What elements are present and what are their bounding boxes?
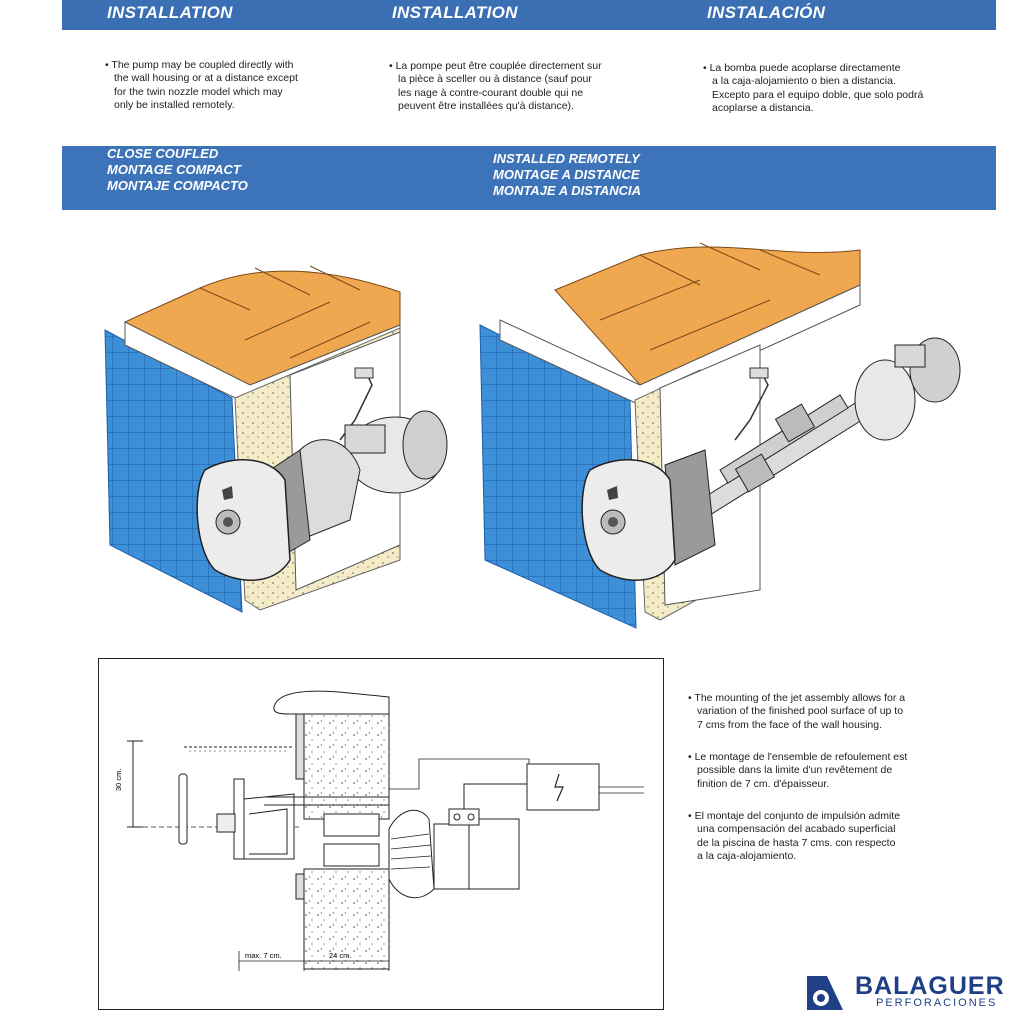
compact-title: CLOSE COUFLED MONTAGE COMPACT MONTAJE CO… — [107, 146, 248, 194]
intro-fr-line: les nage à contre-courant double qui ne — [398, 86, 584, 99]
section-drawing: 30 cm. max. 7 cm. 24 cm. — [114, 690, 644, 971]
header-fr: INSTALLATION — [392, 3, 518, 22]
intro-es-line: a la caja-alojamiento o bien a distancia… — [712, 75, 896, 88]
notes-en-line: variation of the finished pool surface o… — [697, 705, 904, 718]
logo-name: BALAGUER — [855, 972, 1005, 1000]
intro-es-line: • La bomba puede acoplarse directamente — [703, 62, 901, 74]
intro-es: • La bomba puede acoplarse directamente … — [703, 62, 923, 115]
intro-fr-line: • La pompe peut être couplée directement… — [389, 60, 602, 72]
intro-en-line: only be installed remotely. — [114, 98, 235, 111]
header-band: INSTALLATION INSTALLATION INSTALACIÓN — [62, 0, 996, 30]
logo-mark-icon — [807, 976, 843, 1010]
notes-es-line: una compensación del acabado superficial — [697, 823, 896, 836]
notes-es-line: • El montaje del conjunto de impulsión a… — [688, 810, 901, 822]
header-es: INSTALACIÓN — [707, 3, 826, 22]
mode-band: CLOSE COUFLED MONTAGE COMPACT MONTAJE CO… — [62, 146, 996, 210]
intro-es-line: Excepto para el equipo doble, que solo p… — [712, 88, 924, 101]
notes-es-line: de la piscina de hasta 7 cms. con respec… — [697, 836, 896, 849]
max-label: max. 7 cm. — [245, 951, 282, 960]
pool-illustrations — [104, 242, 961, 629]
notes-fr: • Le montage de l'ensemble de refoulemen… — [688, 751, 907, 791]
depth-label: 30 cm. — [114, 768, 123, 791]
intro-en-line: for the twin nozzle model which may — [114, 85, 283, 98]
balaguer-logo: BALAGUER PERFORACIONES — [803, 970, 1013, 1014]
intro-en: • The pump may be coupled directly with … — [105, 59, 298, 112]
remote-title-line: MONTAGE A DISTANCE — [493, 167, 640, 182]
notes-en: • The mounting of the jet assembly allow… — [688, 692, 905, 732]
compact-illustration — [104, 265, 448, 613]
remote-title-line: MONTAJE A DISTANCIA — [493, 183, 642, 198]
notes-fr-line: possible dans la limite d'un revêtement … — [697, 764, 893, 777]
compact-title-line: CLOSE COUFLED — [107, 146, 219, 161]
notes-en-line: 7 cms from the face of the wall housing. — [697, 718, 883, 731]
notes-fr-line: • Le montage de l'ensemble de refoulemen… — [688, 751, 908, 763]
compact-title-line: MONTAGE COMPACT — [107, 162, 241, 177]
intro-fr: • La pompe peut être couplée directement… — [389, 60, 602, 113]
notes-es-line: a la caja-alojamiento. — [697, 849, 797, 862]
notes-fr-line: finition de 7 cm. d'épaisseur. — [697, 777, 830, 790]
intro-fr-line: la pièce à sceller ou à distance (sauf p… — [398, 73, 592, 86]
width-label: 24 cm. — [329, 951, 352, 960]
compact-title-line: MONTAJE COMPACTO — [107, 178, 248, 193]
remote-title: INSTALLED REMOTELY MONTAGE A DISTANCE MO… — [493, 151, 641, 199]
intro-en-line: the wall housing or at a distance except — [114, 72, 298, 85]
remote-illustration — [479, 242, 961, 629]
intro-fr-line: peuvent être installées qu'à distance). — [398, 99, 574, 112]
intro-en-line: • The pump may be coupled directly with — [105, 59, 294, 71]
notes-es: • El montaje del conjunto de impulsión a… — [688, 810, 900, 863]
notes-en-line: • The mounting of the jet assembly allow… — [688, 692, 906, 704]
technical-diagram: 30 cm. max. 7 cm. 24 cm. — [98, 658, 664, 1010]
logo-subtitle: PERFORACIONES — [876, 997, 998, 1009]
remote-title-line: INSTALLED REMOTELY — [493, 151, 640, 166]
intro-es-line: acoplarse a distancia. — [712, 101, 814, 114]
header-en: INSTALLATION — [107, 3, 233, 22]
